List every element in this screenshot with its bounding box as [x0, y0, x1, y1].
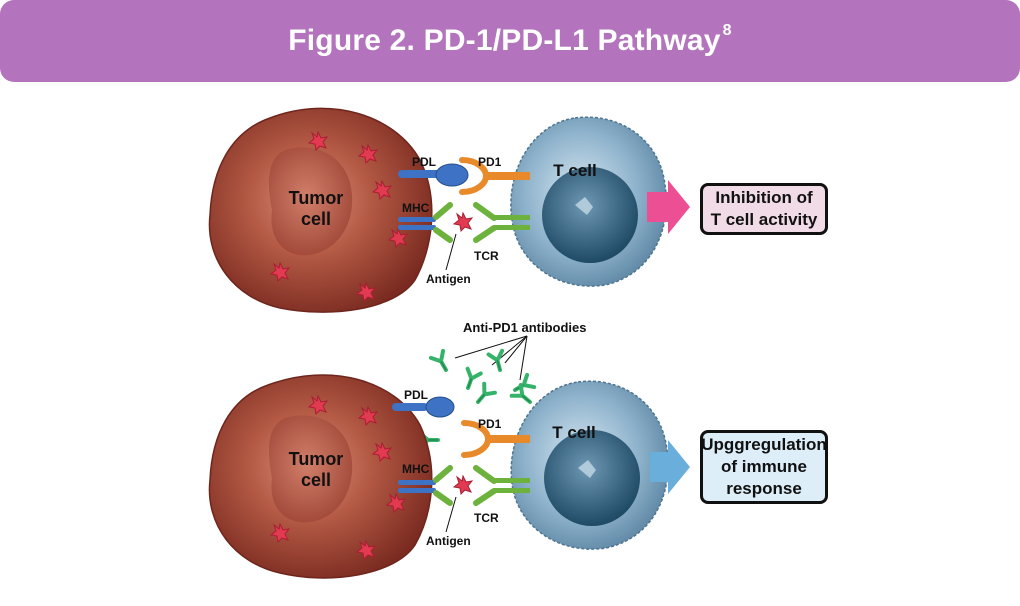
antigen-pointer	[445, 496, 457, 533]
inhibition-outcome-box: Inhibition of T cell activity	[700, 183, 828, 235]
inhibition-arrow	[647, 180, 690, 234]
tumor-label-line1: Tumor	[289, 449, 344, 469]
pdl-receptor	[398, 163, 469, 187]
pd1-receptor	[459, 157, 530, 195]
upregulation-outcome-box: Upggregulation of immune response	[700, 430, 828, 504]
pdl-receptor	[392, 396, 455, 418]
antibody-icon	[459, 366, 483, 393]
tumor-cell-top	[208, 107, 433, 313]
antibody-icon	[486, 348, 509, 374]
figure-reference: 8	[722, 22, 732, 39]
pdl-label: PDL	[404, 388, 428, 402]
pdl-label: PDL	[412, 155, 436, 169]
tumor-label-line2: cell	[301, 470, 331, 490]
t-cell-bottom	[510, 380, 669, 550]
top-panel: Tumor cell T cell PDL PD1 MHC	[208, 107, 690, 313]
outcome-line: response	[726, 479, 802, 498]
antibodies-label: Anti-PD1 antibodies	[463, 320, 587, 335]
outcome-line: Inhibition of	[715, 188, 813, 207]
pd1-receptor	[461, 420, 530, 458]
outcome-line: Upggregulation	[701, 435, 827, 454]
pd1-label: PD1	[478, 155, 502, 169]
mhc-complex	[398, 465, 453, 506]
pd1-label: PD1	[478, 417, 502, 431]
antigen-pointer	[445, 233, 457, 271]
pathway-diagram: Tumor cell T cell PDL PD1 MHC	[208, 107, 690, 579]
tcr-complex	[473, 202, 530, 243]
mhc-label: MHC	[402, 201, 430, 215]
tcr-label: TCR	[474, 249, 499, 263]
antibody-pointers	[454, 335, 528, 381]
bottom-panel: Anti-PD1 antibodies Tumor cell	[208, 320, 690, 579]
tcr-label: TCR	[474, 511, 499, 525]
antibody-icon	[470, 381, 497, 409]
tumor-cell-bottom	[208, 374, 433, 579]
mhc-label: MHC	[402, 462, 430, 476]
antigen-label: Antigen	[426, 534, 471, 548]
t-cell-top	[510, 116, 667, 287]
tumor-label-line2: cell	[301, 209, 331, 229]
antigen-label: Antigen	[426, 272, 471, 286]
t-cell-label: T cell	[553, 161, 596, 180]
t-cell-label: T cell	[552, 423, 595, 442]
presented-antigen	[453, 475, 473, 495]
presented-antigen	[453, 212, 473, 232]
tcr-complex	[473, 465, 530, 506]
outcome-line: of immune	[721, 457, 807, 476]
upregulation-arrow	[650, 440, 690, 494]
outcome-line: T cell activity	[710, 210, 818, 229]
antibody-icon	[428, 348, 455, 376]
mhc-complex	[398, 202, 453, 243]
tumor-label-line1: Tumor	[289, 188, 344, 208]
